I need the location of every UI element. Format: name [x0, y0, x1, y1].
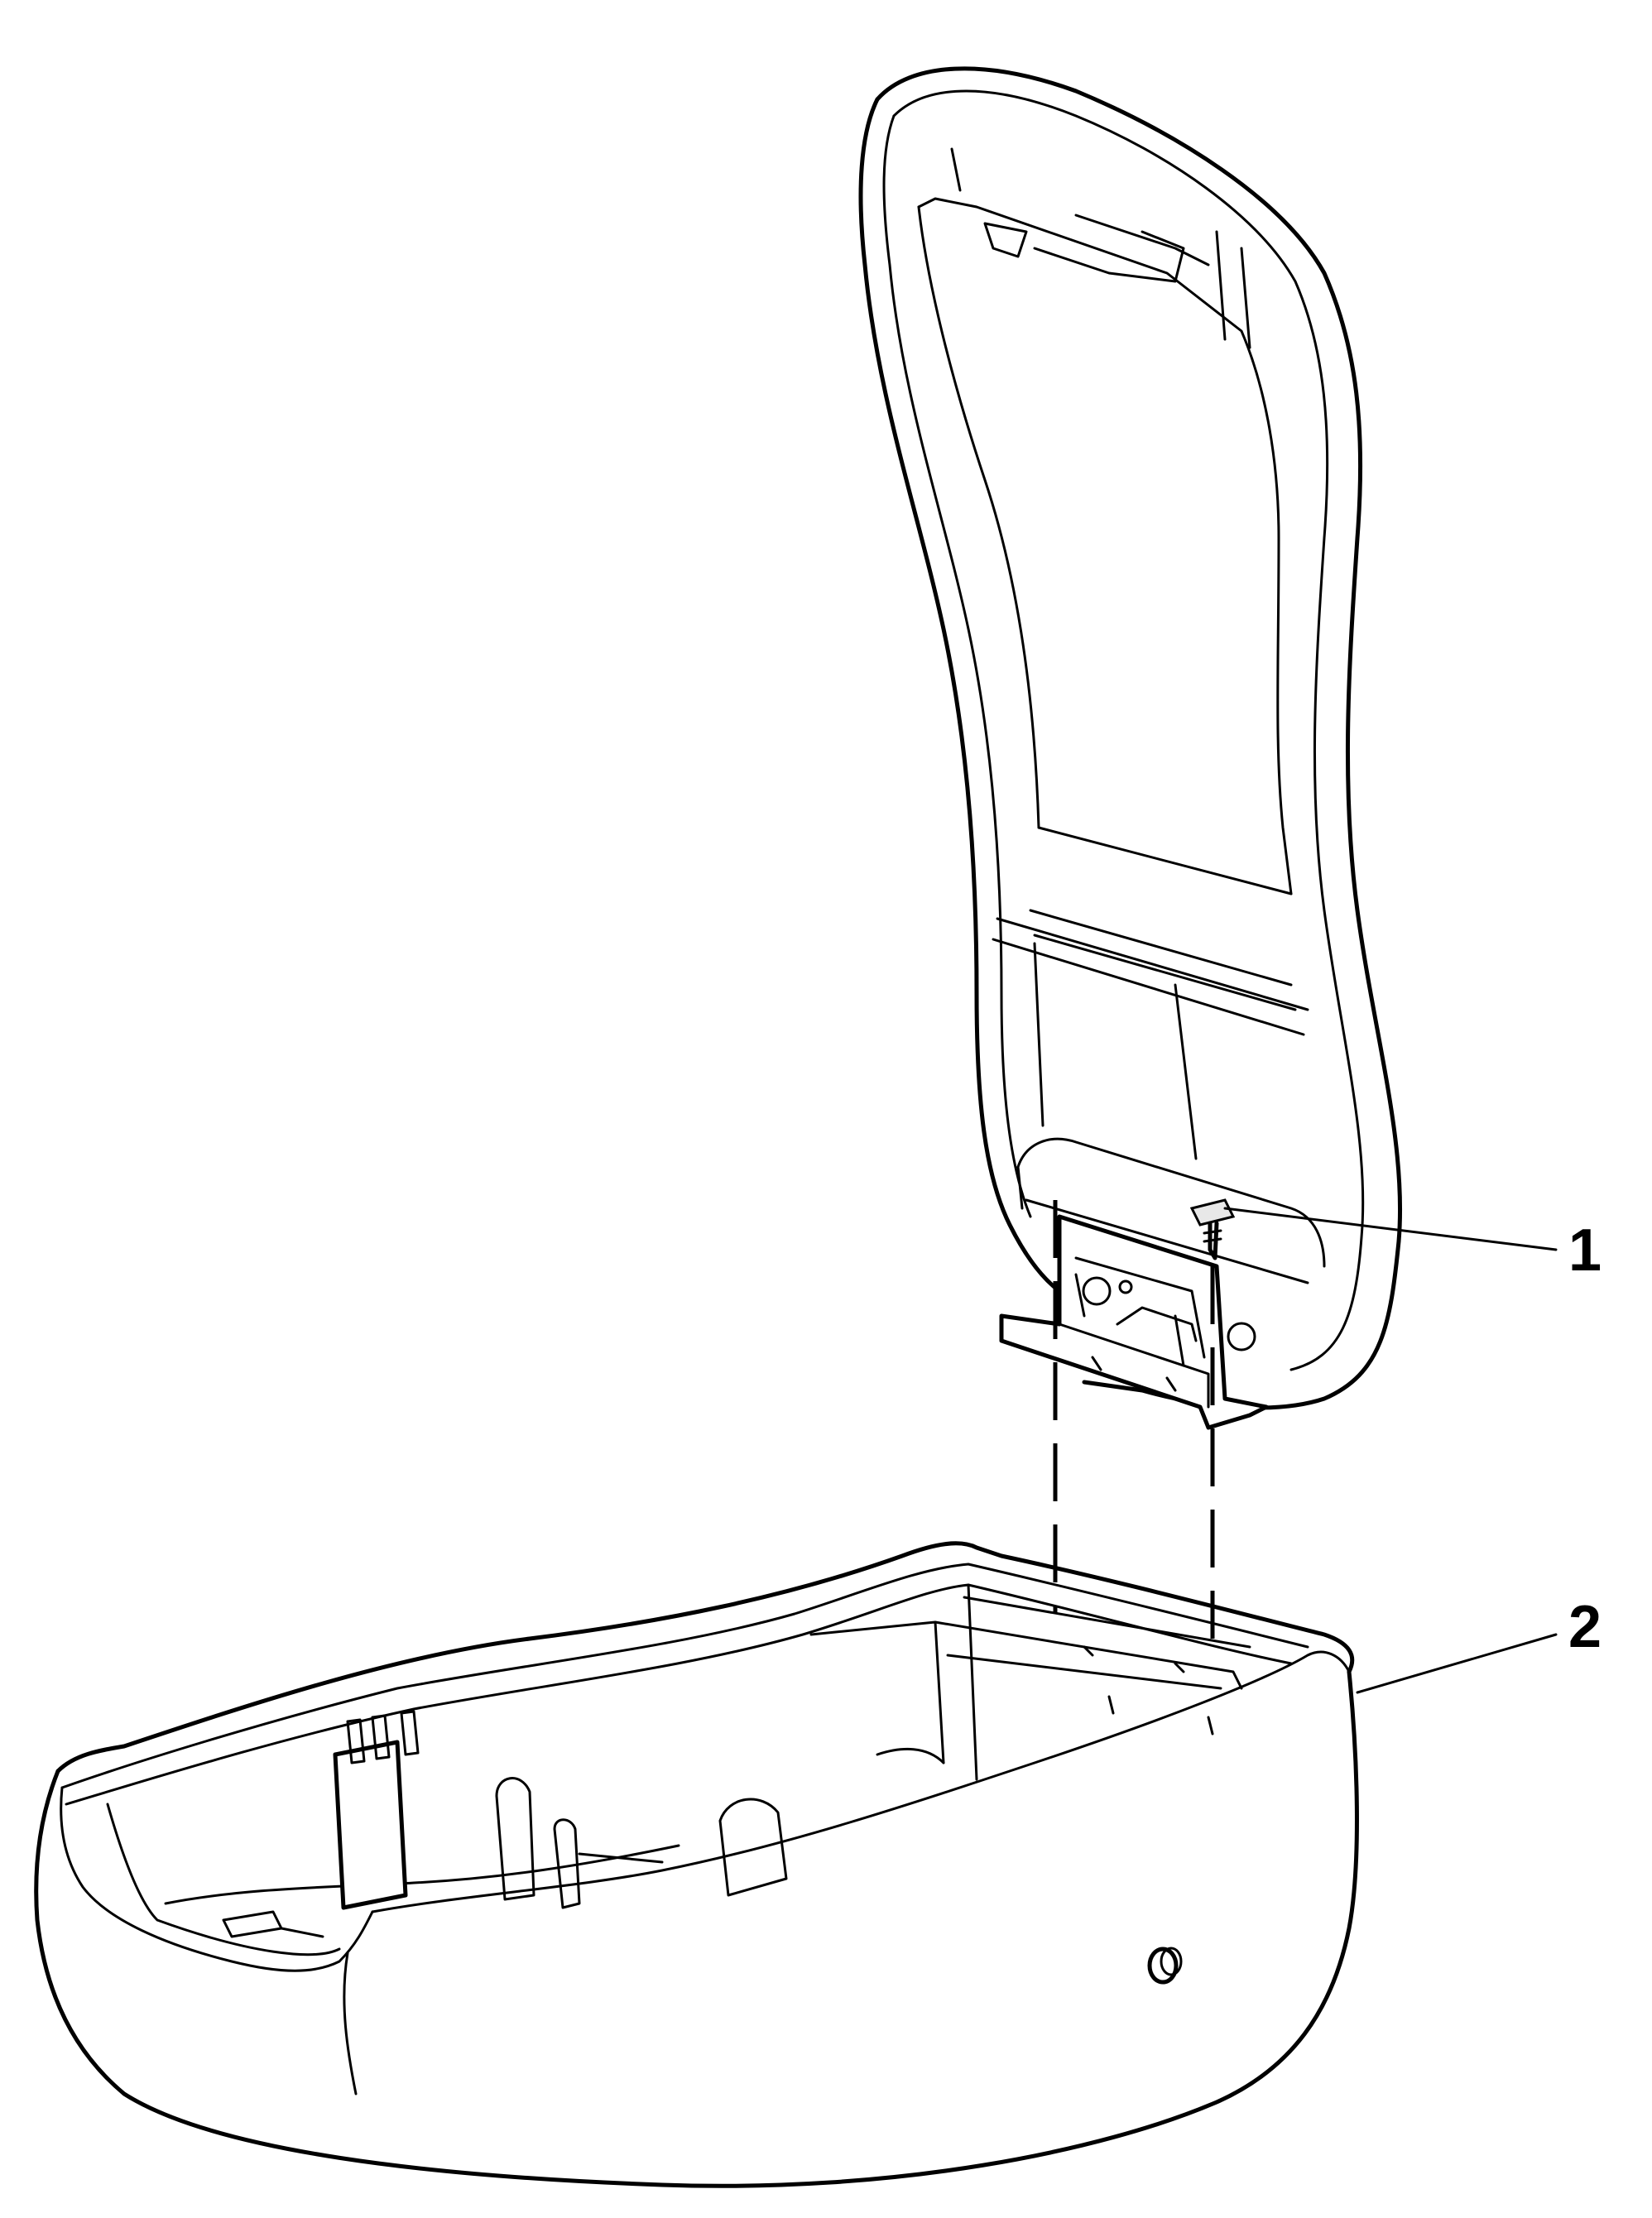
leader-line-1	[1223, 1207, 1558, 1251]
hinge-bracket	[999, 1214, 1269, 1430]
callout-label-2: 2	[1568, 1594, 1602, 1660]
armrest-lid	[858, 66, 1403, 1410]
callout-1: 1	[1223, 1207, 1602, 1284]
callout-2: 2	[1356, 1594, 1602, 1694]
screw	[1189, 1198, 1236, 1260]
leader-line-2	[1356, 1633, 1558, 1694]
armrest-base	[34, 1541, 1359, 2188]
callout-label-1: 1	[1568, 1217, 1602, 1284]
